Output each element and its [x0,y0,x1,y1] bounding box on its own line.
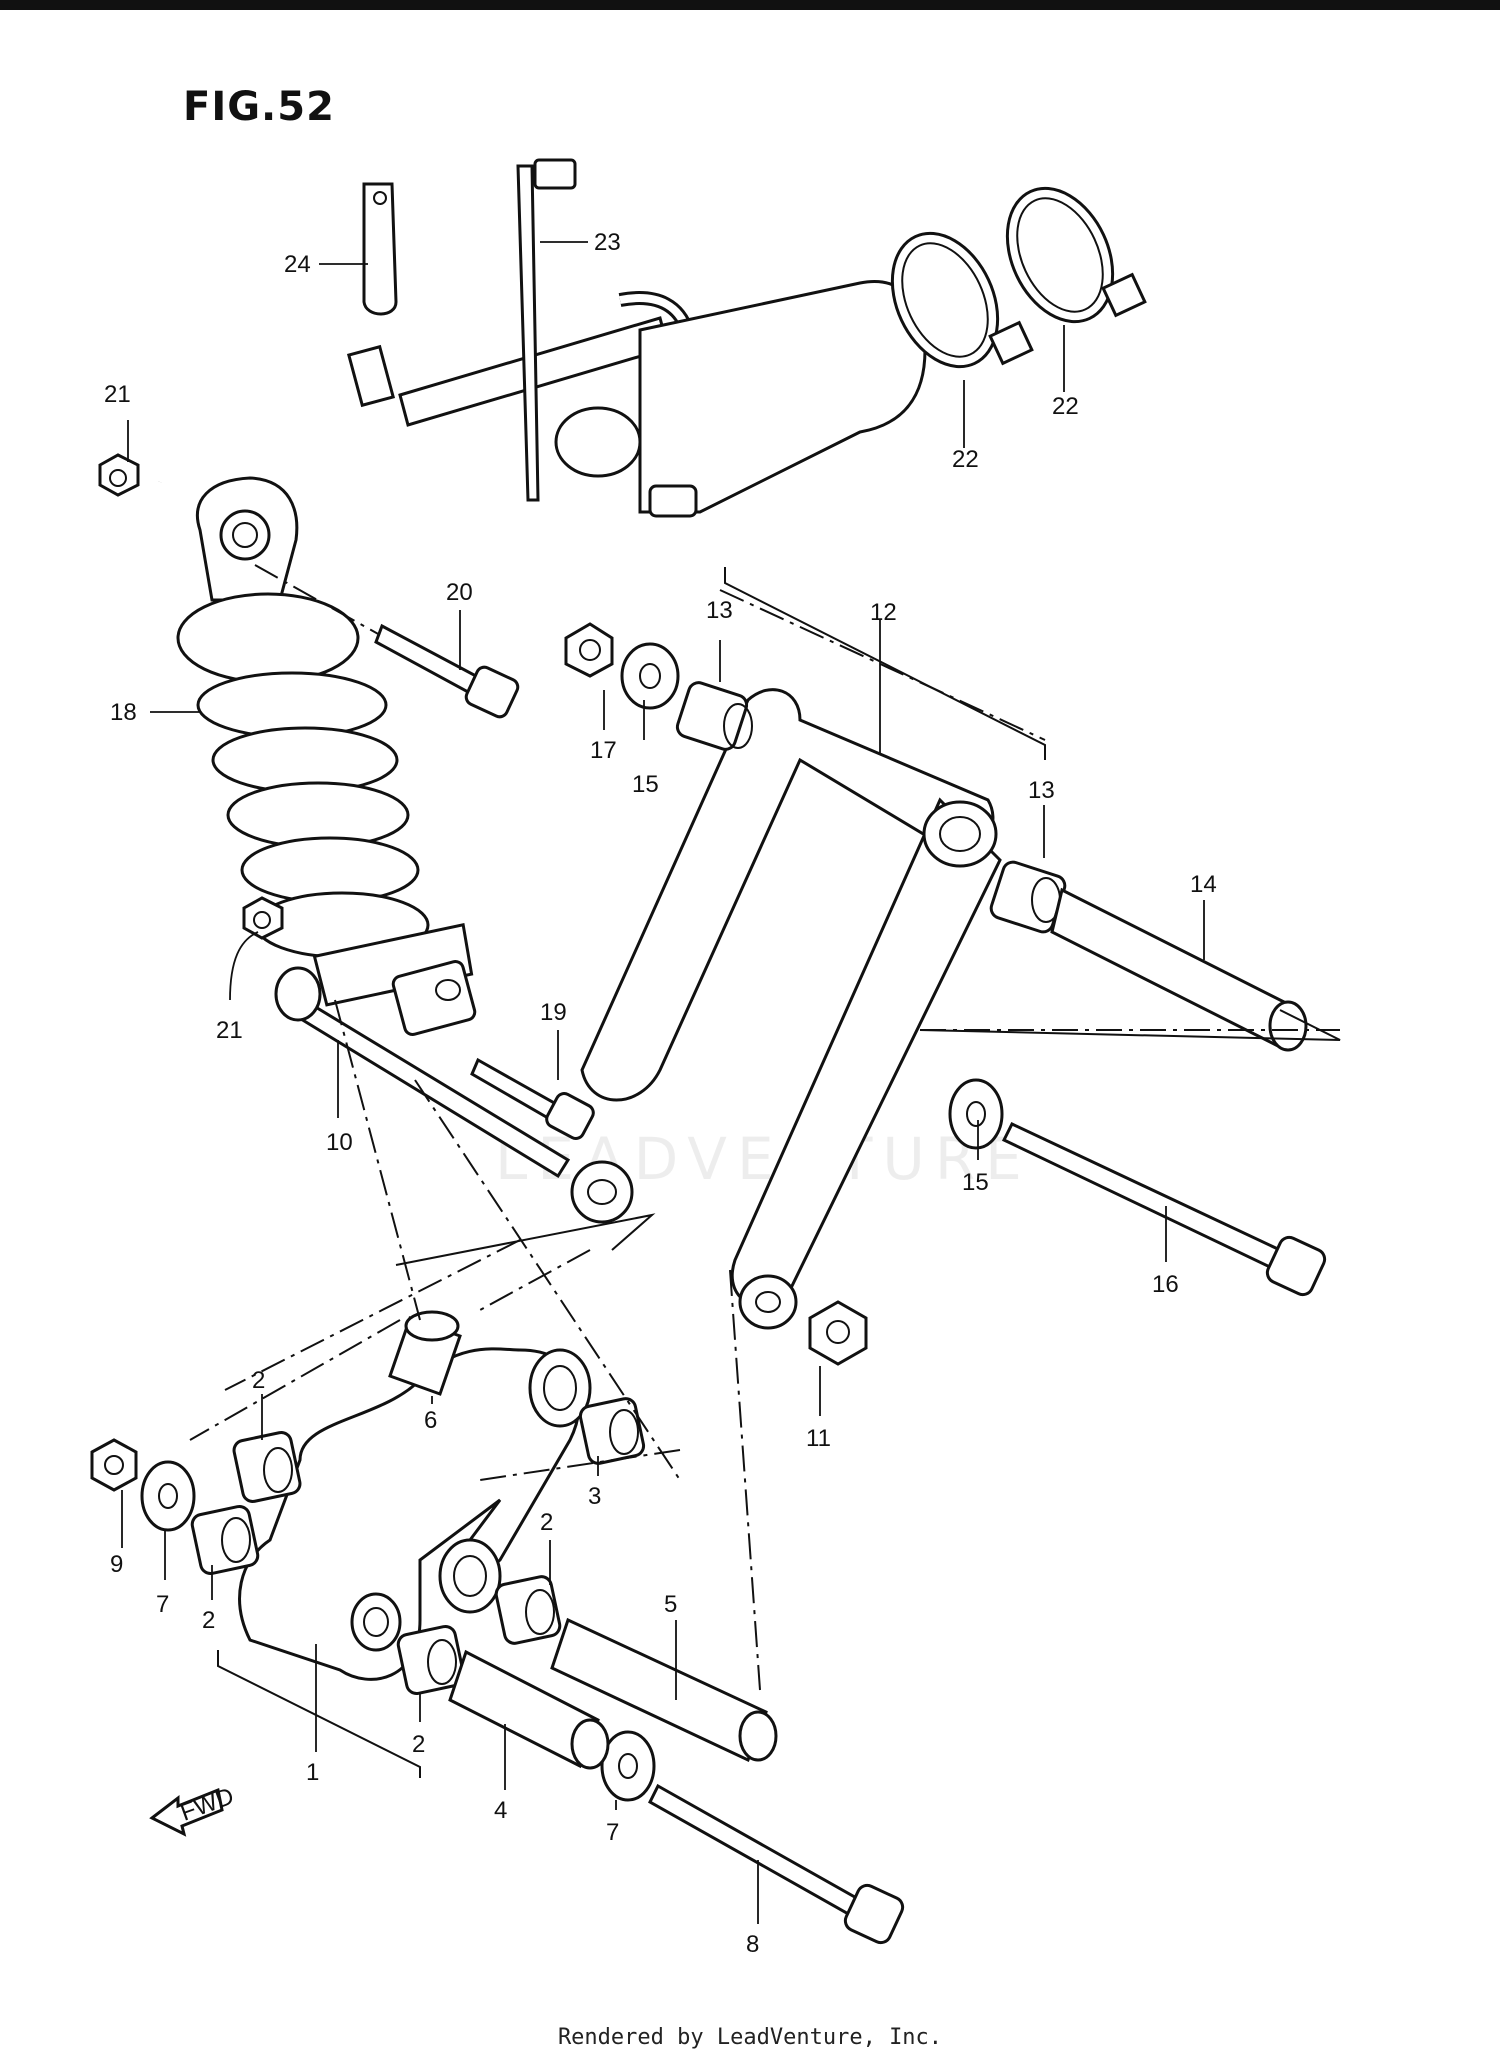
ref-21-top: 21 [104,381,131,408]
ref-13-top: 13 [706,597,733,624]
fwd-arrow-icon: FWD [149,1783,238,1837]
assembly-brackets [217,567,1341,1778]
nut-9 [90,1438,138,1492]
ref-15-top: 15 [632,771,659,798]
nut-top [98,453,140,497]
ref-18: 18 [110,699,137,726]
ref-14: 14 [1190,871,1217,898]
sleeve-4 [448,1649,610,1770]
reference-numbers: 24 23 21 22 22 20 18 13 12 13 14 17 15 2… [104,229,1217,1958]
washer-7-bottom [600,1730,656,1802]
ref-6: 6 [424,1407,437,1434]
washer-15-upper [620,642,680,710]
ref-2-top: 2 [252,1367,265,1394]
sleeve-14 [1050,887,1308,1052]
bolt-lower [470,1057,595,1140]
nut-17 [564,622,614,678]
hose-clamp-a [890,231,1034,369]
spring-seat [176,592,360,684]
sleeve-5 [550,1617,778,1763]
washer-15-lower [948,1078,1004,1150]
ref-12: 12 [870,599,897,626]
ref-7-left: 7 [156,1591,169,1618]
cushion-lever [238,1347,592,1681]
center-lines [189,564,1340,1691]
ref-2-mid: 2 [540,1509,553,1536]
ref-1: 1 [306,1759,319,1786]
cushion-rod [570,688,1002,1330]
ref-24: 24 [284,251,311,278]
ref-21-mid: 21 [216,1017,243,1044]
collar-6 [388,1310,462,1396]
ref-10: 10 [326,1129,353,1156]
footer-credit: Rendered by LeadVenture, Inc. [557,2025,943,2050]
hose-clamp-b [1005,186,1147,324]
top-border [0,0,1500,10]
shock-absorber [176,476,477,1036]
ref-5: 5 [664,1591,677,1618]
bolt-8 [648,1783,905,1945]
ref-20: 20 [446,579,473,606]
bearing-2-mid [494,1575,562,1645]
ref-22-left: 22 [952,446,979,473]
ref-11: 11 [806,1425,831,1452]
ref-17: 17 [590,737,617,764]
fwd-label: FWD [177,1783,238,1827]
bearing-13-right [989,860,1067,934]
bearing-3 [578,1397,646,1465]
bearing-2-bottom [396,1624,466,1696]
long-bolt-10 [274,966,571,1179]
ref-3: 3 [588,1483,601,1510]
ref-19: 19 [540,999,567,1026]
ref-7-bottom: 7 [606,1819,619,1846]
bolt-upper [374,623,520,719]
ref-9: 9 [110,1551,123,1578]
ref-2-bottom: 2 [412,1731,425,1758]
bearing-2-left [190,1504,260,1576]
bolt-16 [1001,1122,1327,1297]
ref-4: 4 [494,1797,507,1824]
ref-8: 8 [746,1931,759,1958]
reservoir-hose-assembly [156,280,927,518]
cable-tie [516,158,577,502]
leader-lines [121,241,1205,1924]
ref-2-left: 2 [202,1607,215,1634]
nut-11 [808,1300,868,1366]
ref-13-right: 13 [1028,777,1055,804]
ref-16: 16 [1152,1271,1179,1298]
washer-7-left [140,1460,196,1532]
ref-23: 23 [594,229,621,256]
ref-22-right: 22 [1052,393,1079,420]
figure-title: FIG.52 [183,84,335,130]
reservoir-end-fitting [554,406,642,478]
bearing-2-top-left [232,1431,302,1503]
ref-15-right: 15 [962,1169,989,1196]
nut-middle [242,896,284,940]
hose-clip [362,182,398,316]
bearing-13-left [675,681,753,751]
reservoir-nut [648,484,698,518]
